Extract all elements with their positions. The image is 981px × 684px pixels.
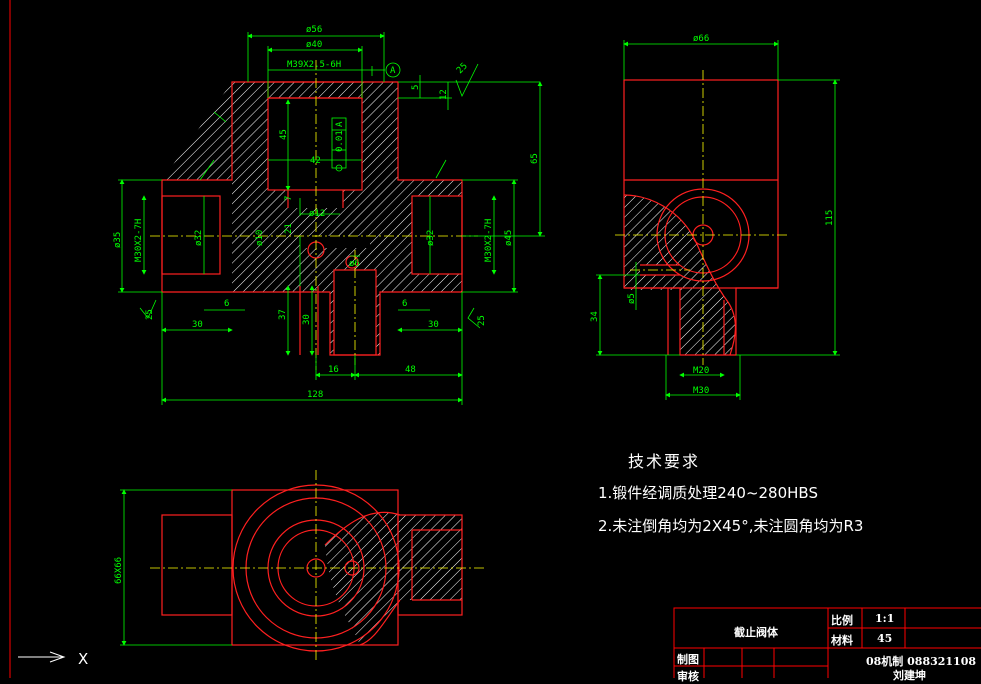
dim-d56: ø56 (306, 25, 322, 35)
dim-d32-left: ø32 (194, 230, 204, 246)
dim-d30-left: 30 (192, 320, 203, 330)
tech-req-title: 技术要求 (628, 452, 701, 471)
dim-d21: 21 (284, 223, 294, 234)
ucs-icon (18, 651, 66, 663)
dim-m39: M39X2.5-6H (287, 60, 341, 70)
dim-d5: 5 (411, 85, 421, 90)
side-dim-d66: ø66 (693, 34, 709, 44)
tb-scale-value: 1:1 (875, 612, 895, 625)
dim-r25-top: 25 (455, 61, 470, 76)
dim-d35-left: ø35 (113, 232, 123, 248)
dim-d6a: 6 (224, 299, 229, 309)
dim-d45-right: ø45 (504, 230, 514, 246)
side-dim-d5: ø5 (627, 293, 637, 304)
top-dim-66x66: 66X66 (114, 557, 124, 584)
side-dim-m30: M30 (693, 386, 709, 396)
dim-d16: 16 (328, 365, 339, 375)
dim-tol-a: A (390, 66, 396, 76)
dim-d7: 7 (284, 196, 294, 201)
dim-d37: 37 (278, 309, 288, 320)
dim-d6c: ø6 (349, 259, 360, 269)
side-dim-d115: 115 (825, 210, 835, 226)
tech-req-line-2: 2.未注倒角均为2X45°,未注圆角均为R3 (598, 517, 864, 535)
flatness-value: 0.01 (335, 130, 345, 152)
side-view: ø66 115 ø5 34 M20 M30 (590, 34, 840, 400)
front-view: ø56 ø40 M39X2.5-6H A 25 5 12 65 45 42 7 … (113, 25, 545, 405)
tb-author: 刘建坤 (893, 669, 926, 682)
tb-scale-label: 比例 (831, 614, 853, 627)
dim-d32-right: ø32 (426, 230, 436, 246)
dim-d6b: 6 (402, 299, 407, 309)
dim-d12: 12 (439, 89, 449, 100)
top-view: 66X66 (114, 470, 485, 660)
tb-drawn-label: 制图 (677, 653, 699, 666)
dim-d48: 48 (405, 365, 416, 375)
dim-d65: 65 (530, 153, 540, 164)
dim-d30v: 30 (302, 314, 312, 325)
tech-req-line-1: 1.锻件经调质处理240~280HBS (598, 484, 818, 502)
side-dim-d34: 34 (590, 311, 600, 322)
dim-d12b: ø12 (309, 209, 325, 219)
dim-d10: ø10 (255, 230, 265, 246)
tb-material-label: 材料 (831, 634, 853, 647)
flatness-datum: A (335, 121, 345, 127)
title-block (673, 607, 981, 678)
tb-part-name: 截止阀体 (734, 626, 778, 639)
dim-d45: 45 (279, 129, 289, 140)
side-dim-m20: M20 (693, 366, 709, 376)
dim-m30-right: M30X2-7H (484, 219, 494, 262)
drawing-frame (9, 0, 11, 678)
dim-d30-right: 30 (428, 320, 439, 330)
dim-r25-left: 25 (145, 309, 155, 320)
dim-d40: ø40 (306, 40, 322, 50)
dim-r25-right: 25 (477, 315, 487, 326)
dim-m30-left: M30X2-7H (134, 219, 144, 262)
dim-d128: 128 (307, 390, 323, 400)
tb-material-value: 45 (877, 632, 893, 645)
tb-checked-label: 审核 (677, 670, 699, 683)
ucs-x-label: X (78, 650, 88, 668)
dim-d42: 42 (310, 156, 321, 166)
tb-class-info: 08机制 088321108 (866, 655, 977, 668)
